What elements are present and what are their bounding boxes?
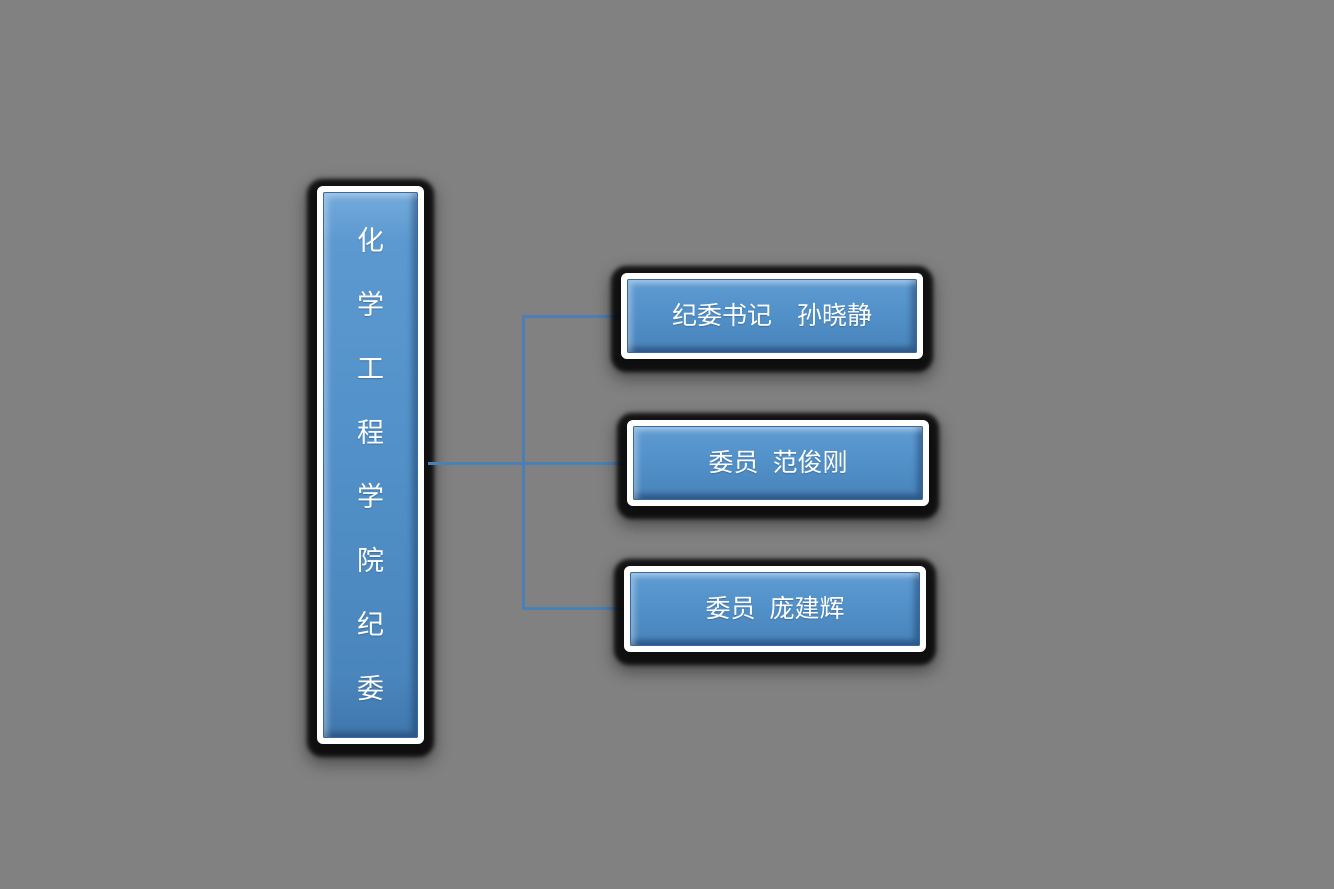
org-node-label: 委员 庞建辉 <box>705 594 845 623</box>
org-node-label: 委员 范俊刚 <box>708 448 848 477</box>
root-label-char: 院 <box>357 545 384 576</box>
root-label-char: 委 <box>357 673 384 704</box>
org-node-root[interactable]: 化 学 工 程 学 院 纪 委 <box>317 186 424 744</box>
root-label-char: 纪 <box>357 609 384 640</box>
org-node-secretary-fill: 纪委书记 孙晓静 <box>627 279 917 353</box>
connector-branch-secretary <box>522 315 623 318</box>
org-node-member-2[interactable]: 委员 庞建辉 <box>624 566 926 652</box>
org-node-member-2-fill: 委员 庞建辉 <box>630 572 920 646</box>
org-node-label: 纪委书记 孙晓静 <box>671 301 872 330</box>
root-label-char: 学 <box>357 289 384 320</box>
org-node-root-fill: 化 学 工 程 学 院 纪 委 <box>323 192 418 738</box>
org-node-secretary[interactable]: 纪委书记 孙晓静 <box>621 273 923 359</box>
root-label-char: 工 <box>357 353 384 384</box>
root-label-char: 程 <box>357 417 384 448</box>
org-node-member-1[interactable]: 委员 范俊刚 <box>627 420 929 506</box>
org-node-member-1-fill: 委员 范俊刚 <box>633 426 923 500</box>
connector-branch-member-2 <box>522 607 626 610</box>
root-label-char: 学 <box>357 481 384 512</box>
root-label-char: 化 <box>357 225 384 256</box>
connector-root-line <box>428 462 629 465</box>
connector-trunk-line <box>522 315 525 610</box>
